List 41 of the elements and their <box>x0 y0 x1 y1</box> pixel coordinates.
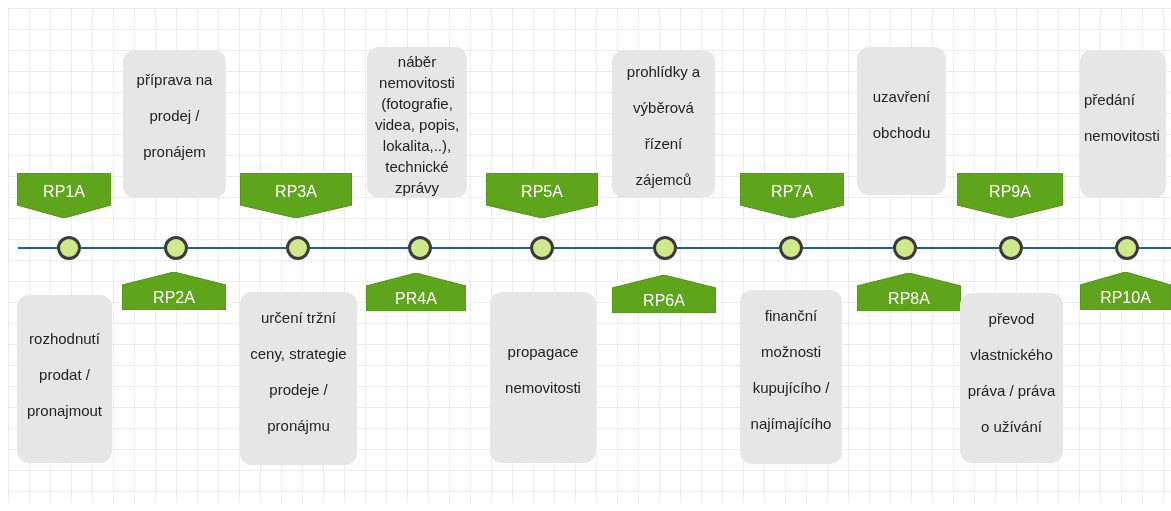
milestone-circle <box>779 236 803 260</box>
milestone-circle <box>653 236 677 260</box>
milestone-tag: RP7A <box>740 173 844 218</box>
timeline-line <box>802 247 894 249</box>
step-description-box: prohlídky a výběrová řízení zájemců <box>612 50 715 198</box>
milestone-tag: RP2A <box>122 272 226 310</box>
milestone-circle <box>999 236 1023 260</box>
milestone-circle <box>1115 236 1139 260</box>
step-description-box: finanční možnosti kupujícího / najímajícího <box>740 290 842 464</box>
timeline-line <box>553 247 654 249</box>
timeline-line <box>1138 247 1171 249</box>
milestone-tag: RP9A <box>957 173 1063 218</box>
milestone-circle <box>893 236 917 260</box>
milestone-tag: RP8A <box>857 273 961 311</box>
timeline-line <box>1022 247 1116 249</box>
milestone-tag: RP1A <box>17 173 111 218</box>
timeline-line <box>916 247 1000 249</box>
step-description-box: uzavření obchodu <box>857 47 946 195</box>
step-description-box: rozhodnutí prodat / pronajmout <box>17 295 112 463</box>
milestone-circle <box>530 236 554 260</box>
milestone-tag: RP10A <box>1080 272 1171 310</box>
milestone-circle <box>286 236 310 260</box>
step-description-box: převod vlastnického práva / práva o užívání <box>960 293 1063 463</box>
step-description-box: příprava na prodej / pronájem <box>123 50 226 198</box>
timeline-line <box>676 247 780 249</box>
timeline-line <box>80 247 165 249</box>
step-description-box: náběr nemovitosti (fotografie, videa, popis, lokalita,..), technické zprávy <box>367 47 467 198</box>
milestone-circle <box>164 236 188 260</box>
timeline-line <box>309 247 409 249</box>
milestone-tag: PR4A <box>366 273 466 311</box>
milestone-tag: RP5A <box>486 173 598 218</box>
step-description-box: předání nemovitosti <box>1080 50 1166 198</box>
milestone-circle <box>57 236 81 260</box>
timeline-line <box>187 247 287 249</box>
milestone-tag: RP6A <box>612 275 716 313</box>
timeline-line <box>431 247 531 249</box>
step-description-box: propagace nemovitosti <box>490 292 596 463</box>
step-description-box: určení tržní ceny, strategie prodeje / pronájmu <box>240 292 357 465</box>
milestone-tag: RP3A <box>240 173 352 218</box>
timeline-line <box>17 247 58 249</box>
milestone-circle <box>408 236 432 260</box>
